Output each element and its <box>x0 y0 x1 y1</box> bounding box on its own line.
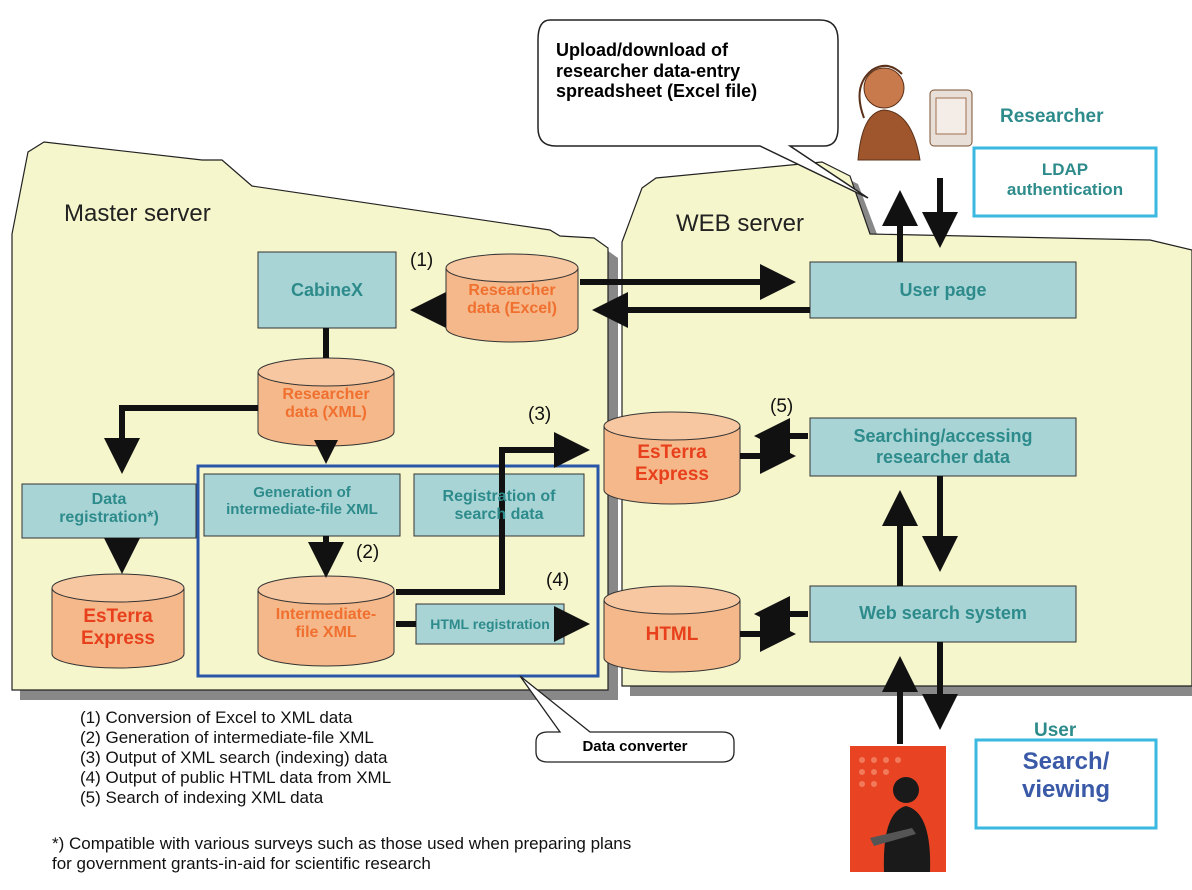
researcher-excel-db <box>445 253 579 343</box>
step-number-4: (4) <box>546 570 570 591</box>
researcher-illustration <box>857 64 973 161</box>
generation-xml-box <box>203 473 401 537</box>
step-number-1: (1) <box>410 250 434 271</box>
upload-callout-text: Upload/download of researcher data-entry… <box>556 40 758 102</box>
researcher-excel-label: Researcher data (Excel) <box>467 282 557 318</box>
legend-item: (4) Output of public HTML data from XML <box>80 768 392 787</box>
researcher-label: Researcher <box>1000 106 1104 127</box>
user-page-label: User page <box>899 280 987 300</box>
legend-item: (3) Output of XML search (indexing) data <box>80 748 388 767</box>
data-converter-frame <box>196 464 600 678</box>
web-search-box <box>809 585 1077 643</box>
user-page-box <box>809 261 1077 319</box>
searching-label: Searching/accessing researcher data <box>853 426 1033 467</box>
footnote: *) Compatible with various surveys such … <box>52 834 632 873</box>
legend-item: (2) Generation of intermediate-file XML <box>80 728 374 747</box>
data-registration-label: Data registration*) <box>59 491 159 527</box>
intermediate-label: Intermediate- file XML <box>275 606 377 642</box>
legend-item: (1) Conversion of Excel to XML data <box>80 708 353 727</box>
html-registration-label: HTML registration <box>430 616 550 632</box>
legend: (1) Conversion of Excel to XML data (2) … <box>80 708 391 808</box>
ldap-label: LDAP authentication <box>1006 160 1124 199</box>
researcher-xml-label: Researcher data (XML) <box>282 386 370 422</box>
ldap-frame <box>972 146 1158 218</box>
html-db-label: HTML <box>645 624 699 645</box>
esterra-web-label: EsTerra Express <box>635 442 709 485</box>
web-server-label: WEB server <box>676 210 805 237</box>
converter-callout-text: Data converter <box>582 738 688 755</box>
esterra-master-db <box>51 573 185 669</box>
intermediate-db <box>257 575 395 667</box>
html-db <box>603 585 741 673</box>
esterra-master-label: EsTerra Express <box>81 606 155 649</box>
flow-arrows <box>104 178 958 744</box>
user-label: User <box>1034 720 1077 741</box>
data-registration-box <box>21 483 197 539</box>
search-viewing-frame <box>974 738 1158 830</box>
researcher-xml-db <box>257 357 395 447</box>
user-illustration <box>850 746 946 872</box>
cabinex-box <box>257 251 397 329</box>
step-number-3: (3) <box>528 404 552 425</box>
cabinex-label: CabineX <box>290 280 364 300</box>
step-number-5: (5) <box>770 396 794 417</box>
esterra-web-db <box>603 411 741 505</box>
web-search-label: Web search system <box>859 603 1027 623</box>
search-viewing-label: Search/ viewing <box>1021 748 1111 803</box>
step-number-2: (2) <box>356 542 380 563</box>
master-server-label: Master server <box>64 200 211 227</box>
registration-search-label: Registration of search data <box>442 488 556 524</box>
generation-xml-label: Generation of intermediate-file XML <box>226 484 378 519</box>
html-registration-box <box>415 603 565 645</box>
converter-callout <box>519 675 735 763</box>
upload-callout <box>537 19 869 199</box>
legend-item: (5) Search of indexing XML data <box>80 788 324 807</box>
